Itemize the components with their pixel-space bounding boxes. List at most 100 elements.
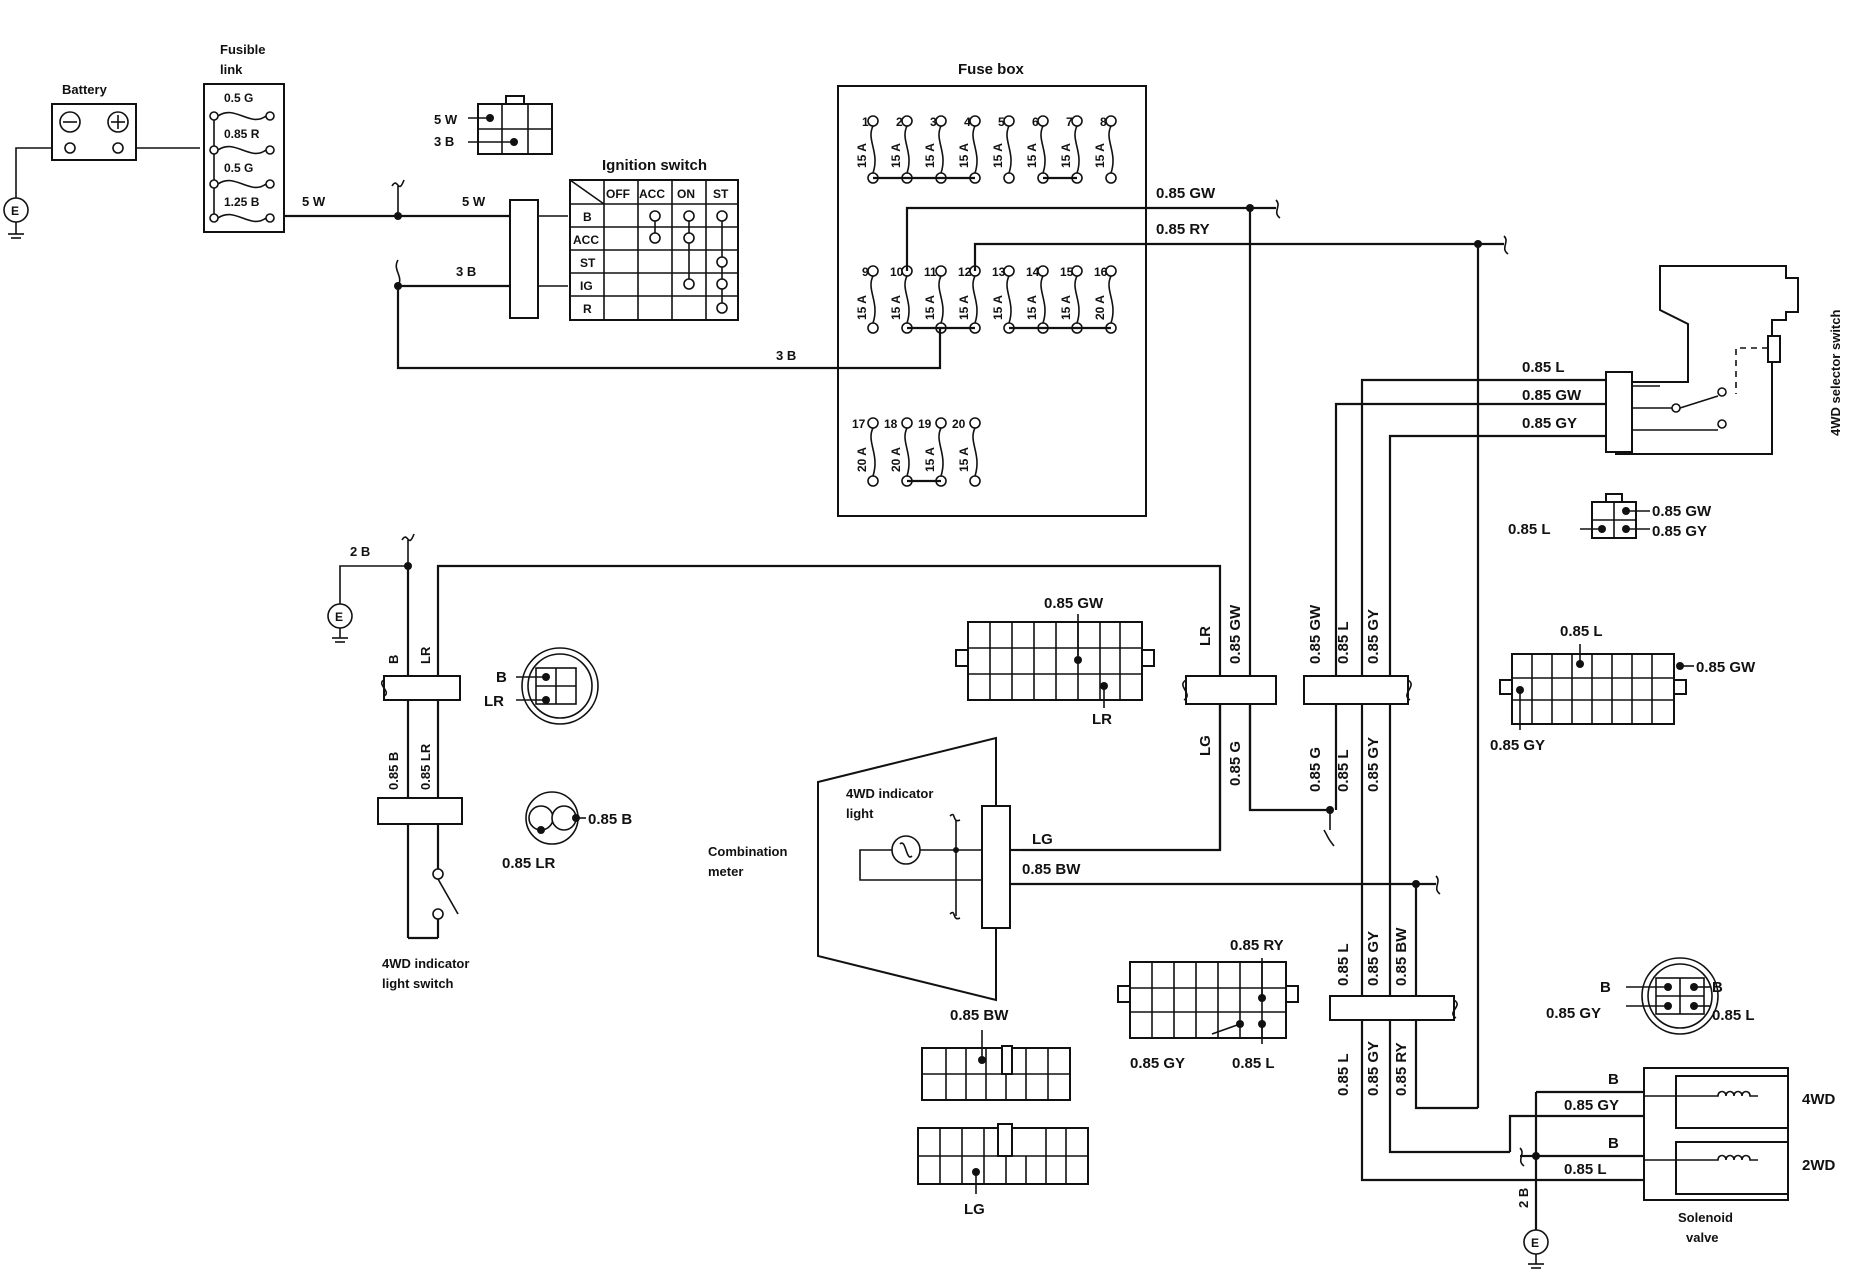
fuse-amp-3: 15 A [923,143,937,168]
fuse-amp-7: 15 A [1059,143,1073,168]
fuse-num-19: 19 [918,417,932,431]
fuse-amp-1: 15 A [855,143,869,168]
sel-conn-gy: 0.85 GY [1652,523,1707,540]
solenoid-label-2: valve [1686,1230,1719,1245]
fuse-row-1: 1 2 3 4 5 6 7 8 15 A 15 A 15 A 15 A 15 A… [855,115,1117,184]
fuse-amp-2: 15 A [889,143,903,168]
fuse-row-2: 9 10 11 12 13 14 15 16 15 A 15 A 15 A 15… [855,206,1480,336]
fuse-amp-10: 15 A [889,295,903,320]
wire-ry-top: 0.85 RY [1156,221,1210,238]
v-085g-2: 0.85 G [1307,747,1324,792]
ign-col-st: ST [713,187,729,201]
4wd-selector-switch: 4WD selector switch [1605,265,1843,455]
fuse-num-18: 18 [884,417,898,431]
sw-wire-085lr: 0.85 LR [418,743,433,790]
fuse-amp-14: 15 A [1025,295,1039,320]
v-lr-1: LR [1197,626,1214,646]
wire-2b-label: 2 B [350,544,370,559]
ry-conn-l: 0.85 L [1232,1055,1275,1072]
cc1-gw: 0.85 GW [1044,595,1104,612]
sel-wire-gy: 0.85 GY [1522,415,1577,432]
comb-meter-label-2: meter [708,864,743,879]
ind-light-label-1: 4WD indicator [846,786,933,801]
connector-bw: 0.85 BW [921,1007,1071,1101]
combination-meter: Combination meter 4WD indicator light [708,736,1011,1002]
fuse-num-2: 2 [896,115,903,129]
ign-col-on: ON [677,187,695,201]
sv-l: 0.85 L [1564,1161,1607,1178]
connector-085b-085lr: 0.85 B 0.85 LR [502,791,632,872]
connector-b-lr: B LR [484,647,599,725]
fuse-num-5: 5 [998,115,1005,129]
fusible-link-label-2: link [220,62,243,77]
fuse-amp-4: 15 A [957,143,971,168]
fuse-amp-18: 20 A [889,447,903,472]
ry-conn-gy: 0.85 GY [1130,1055,1185,1072]
v-lg-1: LG [1197,735,1214,756]
fuse-num-20: 20 [952,417,966,431]
fusible-link-label-1: Fusible [220,42,266,57]
comb-meter-label-1: Combination [708,844,787,859]
solenoid-valve: 4WD 2WD Solenoid valve [1643,1067,1836,1245]
fuse-num-10: 10 [890,265,904,279]
ground-indicator-switch: E [327,603,353,643]
battery-label: Battery [62,82,108,97]
conn-3b-label: 3 B [434,134,454,149]
sw-wire-b: B [386,655,401,664]
fuse-row-3: 17 18 19 20 20 A 20 A 15 A 15 A [852,417,981,487]
fuse-amp-19: 15 A [923,447,937,472]
ign-row-ig: IG [580,279,593,293]
ground-solenoid: E [1523,1229,1549,1269]
v-ry-5: 0.85 RY [1393,1042,1410,1096]
indicator-switch-label-1: 4WD indicator [382,956,469,971]
fusible-link: Fusible link 0.5 G 0.85 R 0.5 G 1.25 B [203,42,285,233]
rc-l: 0.85 L [1560,623,1603,640]
connector-lg: LG [917,1123,1089,1218]
connector-ry: 0.85 RY 0.85 GY 0.85 L [1117,937,1299,1072]
fuse-num-4: 4 [964,115,971,129]
ignition-switch: Ignition switch OFF ACC ON ST B ACC ST I… [509,157,739,321]
brc-gy: 0.85 GY [1546,1005,1601,1022]
mode-2wd: 2WD [1802,1157,1836,1174]
cc1-lr: LR [1092,711,1112,728]
connector-5w-3b: 5 W 3 B [434,95,553,155]
ground-battery: E [3,197,29,239]
fuse-amp-8: 15 A [1093,143,1107,168]
ign-col-off: OFF [606,187,630,201]
v-l-2: 0.85 L [1335,621,1352,664]
fuse-num-12: 12 [958,265,972,279]
fuse-amp-11: 15 A [923,295,937,320]
connector-gw-lr: 0.85 GW LR [955,595,1155,728]
fusible-link-2: 0.85 R [224,127,260,141]
sw-wire-085b: 0.85 B [386,752,401,790]
wire-3b-1: 3 B [456,264,476,279]
brc-b-right: B [1712,979,1723,996]
fusible-link-1: 0.5 G [224,91,253,105]
fuse-num-9: 9 [862,265,869,279]
v-l-3: 0.85 L [1335,749,1352,792]
fuse-num-3: 3 [930,115,937,129]
fuse-amp-6: 15 A [1025,143,1039,168]
brc-l: 0.85 L [1712,1007,1755,1024]
conn-b-label: B [496,669,507,686]
solenoid-label-1: Solenoid [1678,1210,1733,1225]
v-bw-4: 0.85 BW [1393,927,1410,986]
v-gw-2: 0.85 GW [1307,604,1324,664]
fuse-amp-20: 15 A [957,447,971,472]
fuse-num-16: 16 [1094,265,1108,279]
bw-conn-label: 0.85 BW [950,1007,1009,1024]
ign-row-b: B [583,210,592,224]
conn-5w-label: 5 W [434,112,458,127]
ground-label-3: E [1531,1236,1539,1250]
fuse-num-11: 11 [924,265,937,279]
fuse-amp-9: 15 A [855,295,869,320]
ind-light-label-2: light [846,806,874,821]
fusible-link-3: 0.5 G [224,161,253,175]
fuse-num-15: 15 [1060,265,1074,279]
sv-gy: 0.85 GY [1564,1097,1619,1114]
rc-gy: 0.85 GY [1490,737,1545,754]
v-gy-4: 0.85 GY [1365,931,1382,986]
conn2-085lr: 0.85 LR [502,855,556,872]
v-gw-1: 0.85 GW [1227,604,1244,664]
sv-b-2: B [1608,1135,1619,1152]
